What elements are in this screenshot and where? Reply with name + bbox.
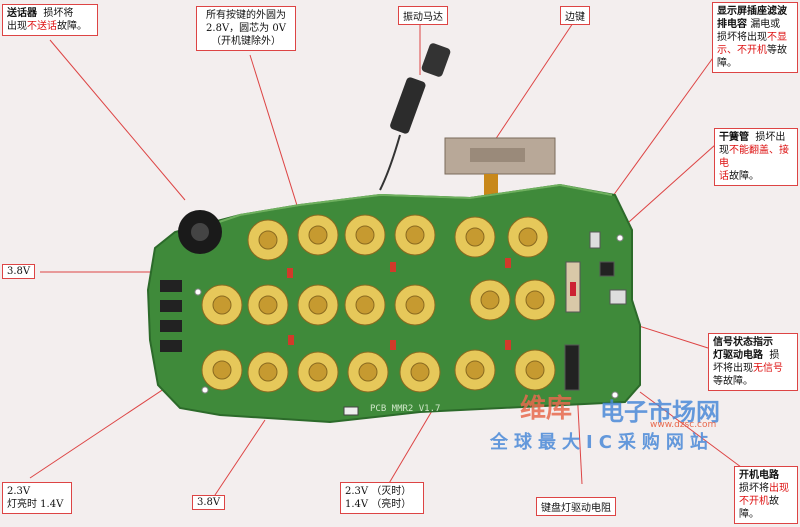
earpiece-fault: 不送话 [27,21,57,32]
power-circuit-desc1: 损坏将 [739,483,769,494]
left-ic-chips [160,280,182,352]
bottom-mid-line2: 1.4V （亮时） [345,499,412,510]
signal-led-title2: 灯驱动电路 [713,350,763,361]
power-circuit-callout: 开机电路 损坏将出现 不开机故障。 [734,466,798,524]
watermark-site: 电子市场网 [600,398,720,426]
earpiece-desc3: 故障。 [57,21,87,32]
bottom-left-line2: 灯亮时 1.4V [7,499,64,510]
vibrator-callout: 振动马达 [398,6,448,25]
reed-switch [565,261,581,313]
keypad-voltage-line1: 所有按键的外圆为 [206,10,286,21]
power-circuit-fault1: 出现 [769,483,789,494]
display-filter-desc1: 漏电或 [750,19,781,30]
reed-desc2: 现 [719,145,729,156]
watermark-url: www.dzsc.com [650,420,717,430]
keypad-led-resistor-callout: 键盘灯驱动电阻 [536,497,616,516]
reed-fault1: 不能翻盖、接电 [719,145,789,169]
side-key-flex [444,137,556,214]
mounting-holes [194,234,624,399]
earpiece-title: 送话器 [7,8,37,19]
display-filter-callout: 显示屏插座滤波 排电容 漏电或 损坏将出现不显 示、不开机等故障。 [712,2,798,73]
keypad-voltage-callout: 所有按键的外圆为 2.8V，圆芯为 0V （开机键除外） [196,6,296,51]
reed-desc3: 故障。 [729,171,759,182]
display-filter-desc2: 损坏将出现 [717,32,767,43]
reed-fault2: 话 [719,171,729,182]
earpiece-desc2: 出现 [7,21,27,32]
bottom-3.8v-callout: 3.8V [192,495,226,510]
keypad-pads [201,214,556,393]
signal-led-desc2: 坏将出现 [713,363,753,374]
earpiece-desc: 损坏将 [43,8,74,19]
earpiece [178,210,222,254]
earpiece-callout: 送话器 损坏将 出现不送话故障。 [2,4,98,36]
bottom-mid-line1: 2.3V （灭时） [345,486,412,497]
display-filter-desc3: 等故障。 [717,45,787,69]
bottom-mid-voltage-callout: 2.3V （灭时） 1.4V （亮时） [340,482,424,514]
signal-led-callout: 信号状态指示 灯驱动电路 损 坏将出现无信号 等故障。 [708,333,798,391]
reed-title: 干簧管 [719,132,749,143]
signal-led-title1: 信号状态指示 [713,337,773,348]
bottom-left-line1: 2.3V [7,486,31,497]
watermark-logo-text: 维库 [520,394,573,424]
watermark-slogan: 全球最大IC采购网站 [490,432,714,453]
signal-led-desc1: 损 [769,350,780,361]
signal-led-desc3: 等故障。 [713,376,753,387]
vibrator-motor [379,43,451,191]
display-filter-fault2: 示、不开机 [717,45,767,56]
resistors [287,258,511,350]
reed-desc1: 损坏出 [755,132,786,143]
small-parts [343,406,359,416]
keypad-voltage-line2: 2.8V，圆芯为 0V [206,23,286,34]
right-components [564,231,627,391]
power-circuit-title: 开机电路 [739,470,779,481]
keypad-voltage-line3: （开机键除外） [211,36,281,47]
display-filter-title2: 排电容 [717,19,747,30]
signal-led-fault: 无信号 [753,363,783,374]
pcb-silk-label: PCB MMR2 V1.7 [370,404,441,414]
left-3.8v-callout: 3.8V [2,264,36,279]
side-key-callout: 边键 [560,6,590,25]
display-filter-fault1: 不显 [767,32,787,43]
reed-callout: 干簧管 损坏出 现不能翻盖、接电 话故障。 [714,128,798,186]
power-circuit-desc2: 故障。 [739,496,779,520]
power-circuit-fault2: 不开机 [739,496,769,507]
display-filter-title1: 显示屏插座滤波 [717,6,787,17]
bottom-left-voltage-callout: 2.3V 灯亮时 1.4V [2,482,72,514]
